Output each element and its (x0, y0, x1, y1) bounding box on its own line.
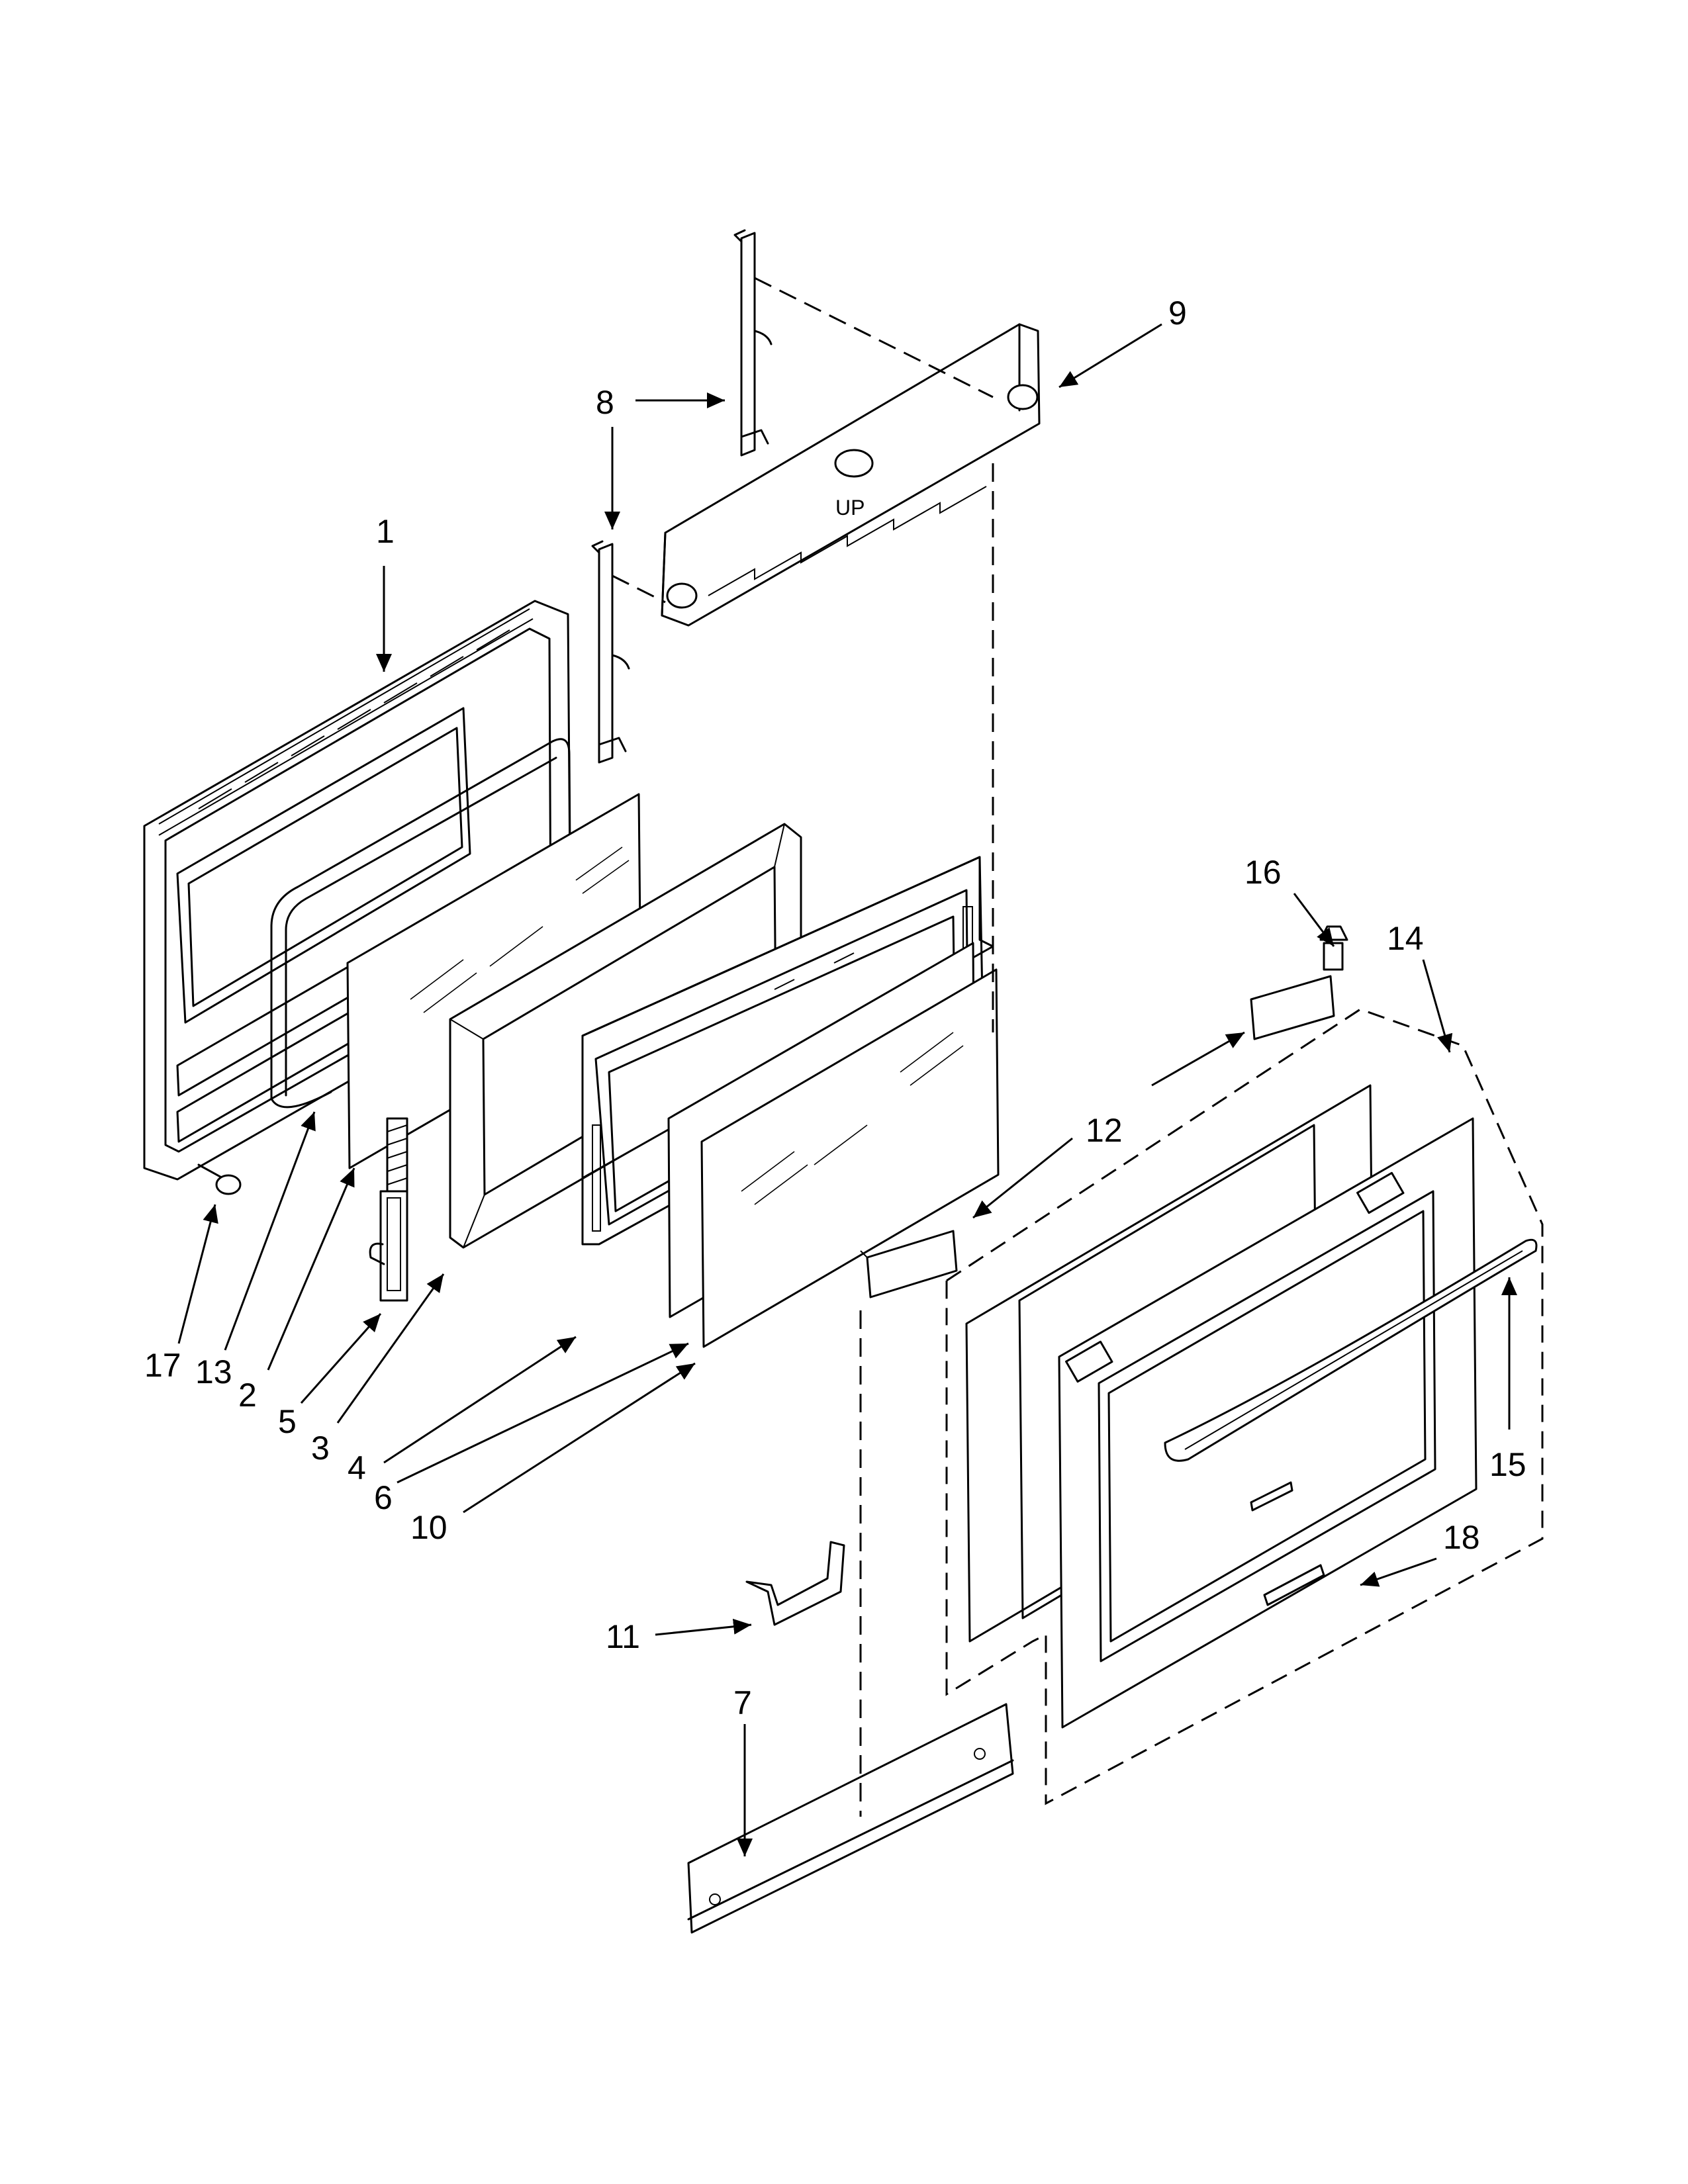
callout-13: 13 (195, 1353, 232, 1390)
liner-vent-slots (198, 629, 510, 809)
bottom-trim (687, 1703, 1014, 1934)
callout-17: 17 (144, 1347, 181, 1384)
panel-up-marking: UP (835, 496, 865, 520)
callout-2: 2 (238, 1377, 257, 1414)
leader-lines (177, 323, 1517, 1856)
callout-15: 15 (1489, 1446, 1526, 1483)
callout-labels: 1 2 3 4 5 6 7 8 9 10 11 12 13 14 15 16 1… (144, 295, 1526, 1721)
outer-door-panel-group (945, 1008, 1544, 1805)
callout-11: 11 (606, 1618, 640, 1655)
callout-5: 5 (278, 1403, 297, 1440)
door-handle (1164, 1238, 1538, 1462)
callout-9: 9 (1168, 295, 1187, 332)
support-bracket (745, 1541, 845, 1626)
alignment-lines (612, 277, 994, 1817)
callout-8: 8 (596, 384, 614, 421)
hinge-receptacle-right (1250, 975, 1335, 1040)
door-gasket (270, 738, 572, 1109)
screw (197, 1163, 242, 1195)
callout-1: 1 (376, 513, 395, 550)
top-bracket-upper (733, 229, 773, 457)
callout-18: 18 (1443, 1519, 1480, 1556)
door-hinge (369, 1117, 408, 1302)
hinge-receptacle-left (860, 1230, 958, 1298)
top-bracket-lower (591, 540, 630, 764)
callout-12: 12 (1086, 1112, 1123, 1149)
outer-door-skin (1058, 1117, 1477, 1729)
callout-14: 14 (1387, 920, 1424, 957)
top-vent-panel: UP (661, 323, 1041, 627)
brand-badge (1250, 1481, 1325, 1606)
callout-3: 3 (311, 1430, 330, 1467)
callout-4: 4 (348, 1449, 366, 1486)
callout-7: 7 (733, 1684, 752, 1721)
outer-door-glass (700, 968, 1000, 1348)
callout-10: 10 (410, 1509, 447, 1546)
callout-6: 6 (374, 1479, 393, 1516)
callout-16: 16 (1244, 854, 1282, 891)
